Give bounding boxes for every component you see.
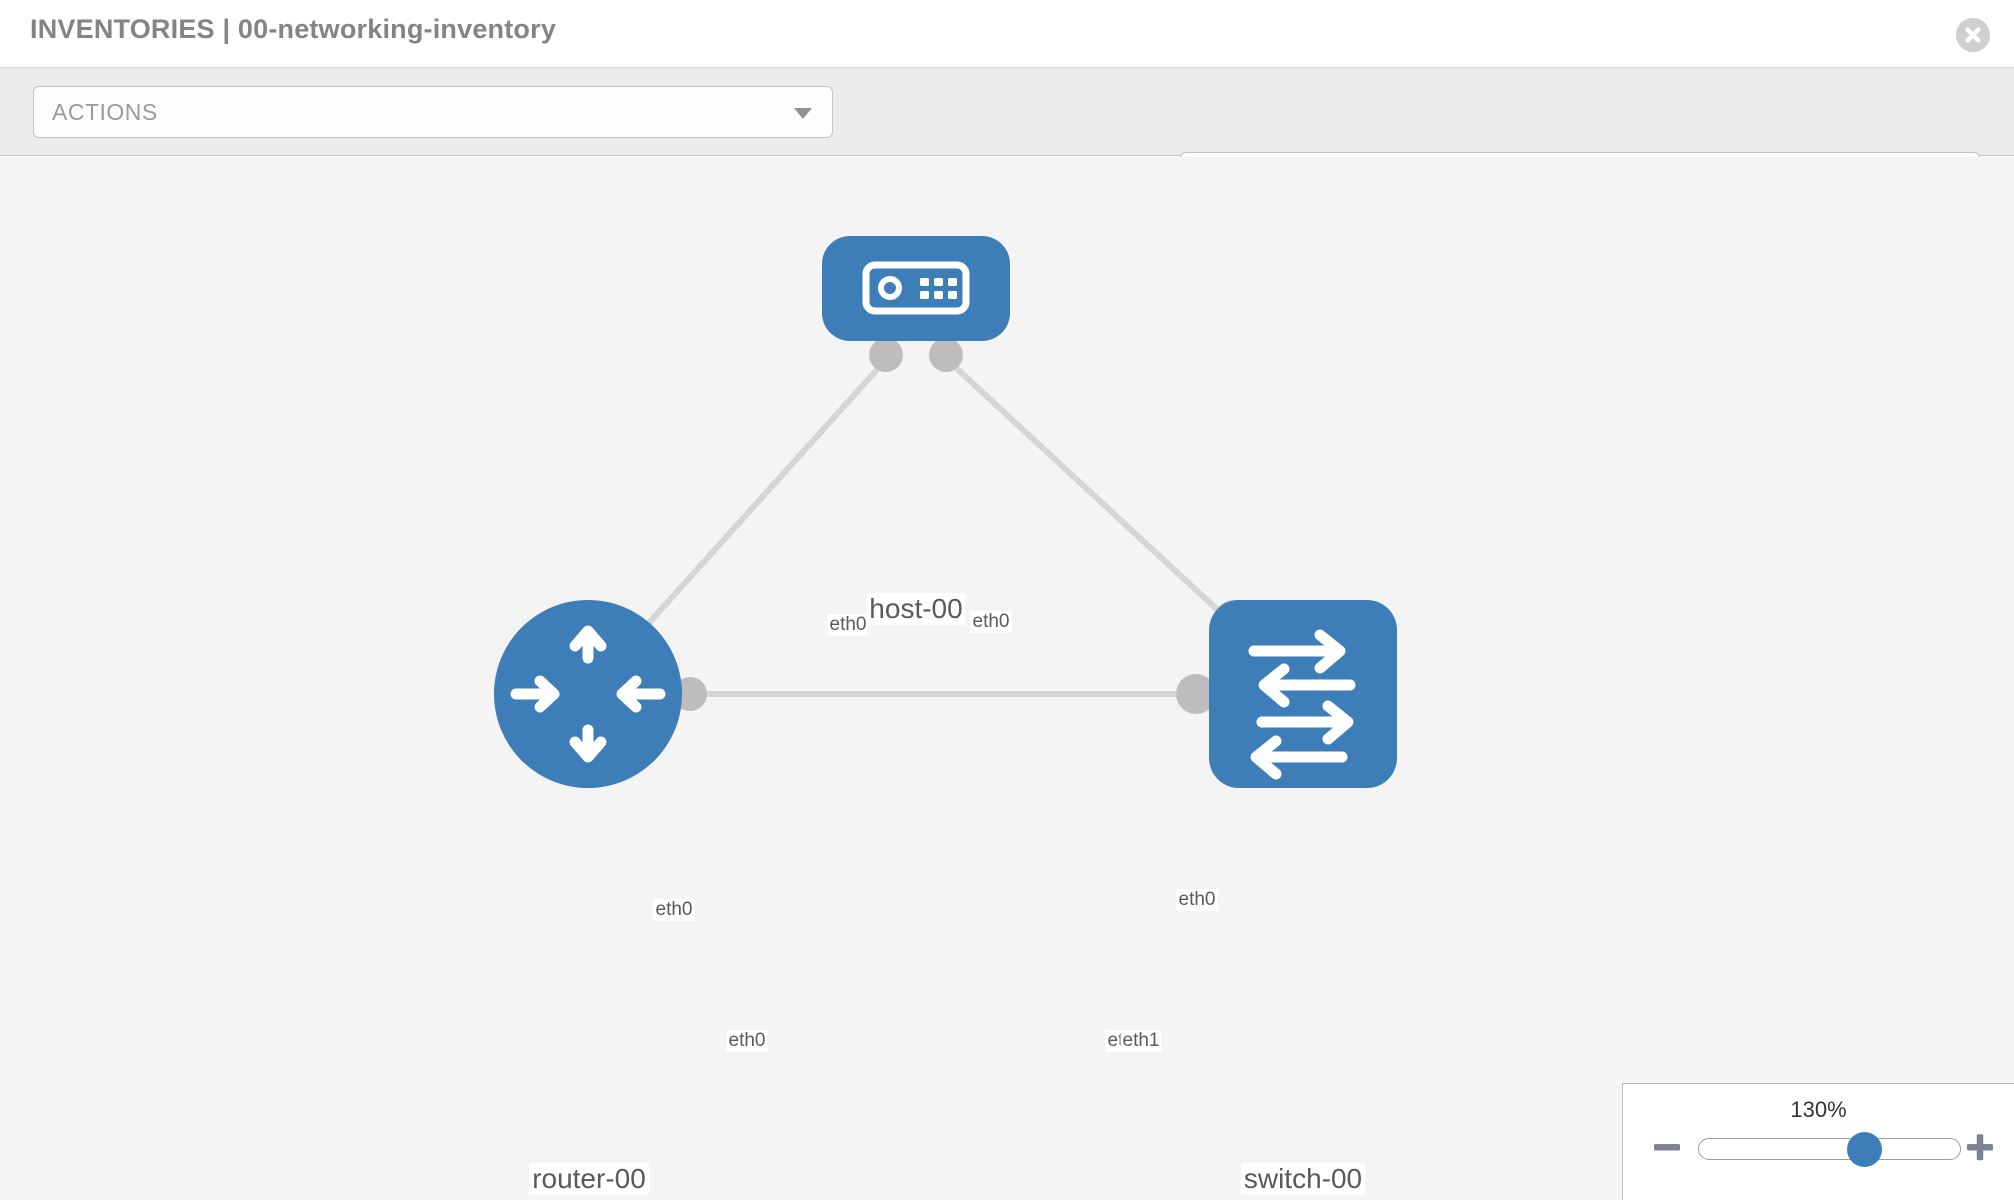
link-host-switch xyxy=(937,350,1265,654)
zoom-control-panel: 130% xyxy=(1622,1083,2014,1200)
topology-links xyxy=(617,350,1265,697)
endpoint-switch-left xyxy=(1176,674,1216,714)
zoom-slider[interactable] xyxy=(1698,1132,1961,1167)
node-label-router-00[interactable]: router-00 xyxy=(529,1163,649,1195)
server-icon xyxy=(862,261,970,315)
link-router-host xyxy=(617,350,895,658)
chevron-down-icon xyxy=(794,108,812,119)
topology-endpoints xyxy=(673,338,1254,714)
iface-label-host-right[interactable]: eth0 xyxy=(970,611,1012,633)
router-arrows-icon xyxy=(510,625,666,763)
iface-label-router-right[interactable]: eth0 xyxy=(726,1030,768,1052)
topology-canvas[interactable]: host-00 router-00 switch-00 eth0 eth0 et… xyxy=(0,157,2014,1200)
iface-label-switch-left[interactable]: eth1 xyxy=(1120,1030,1162,1052)
node-host-00 xyxy=(822,236,1010,341)
close-icon[interactable] xyxy=(1956,18,1990,52)
toolbar: ACTIONS SEARCH xyxy=(0,68,2014,204)
iface-label-router-up[interactable]: eth0 xyxy=(653,899,695,921)
actions-dropdown-label: ACTIONS xyxy=(52,99,158,125)
iface-label-host-left[interactable]: eth0 xyxy=(827,614,869,636)
page-title: INVENTORIES | 00-networking-inventory xyxy=(30,14,557,44)
page-header: INVENTORIES | 00-networking-inventory xyxy=(0,0,2014,68)
node-label-host-00[interactable]: host-00 xyxy=(866,593,966,625)
node-switch-00 xyxy=(1209,600,1397,788)
node-router-00 xyxy=(494,600,682,788)
zoom-level-value: 130% xyxy=(1790,1097,1847,1122)
endpoint-host-right xyxy=(929,338,963,372)
node-label-switch-00[interactable]: switch-00 xyxy=(1240,1163,1366,1195)
zoom-slider-thumb[interactable] xyxy=(1847,1132,1882,1167)
switch-arrows-icon xyxy=(1248,629,1356,780)
zoom-in-button[interactable] xyxy=(1964,1131,1996,1163)
endpoint-host-left xyxy=(869,338,903,372)
iface-label-switch-up[interactable]: eth0 xyxy=(1176,889,1218,911)
zoom-out-button[interactable] xyxy=(1651,1131,1683,1163)
actions-dropdown[interactable]: ACTIONS xyxy=(33,86,833,138)
